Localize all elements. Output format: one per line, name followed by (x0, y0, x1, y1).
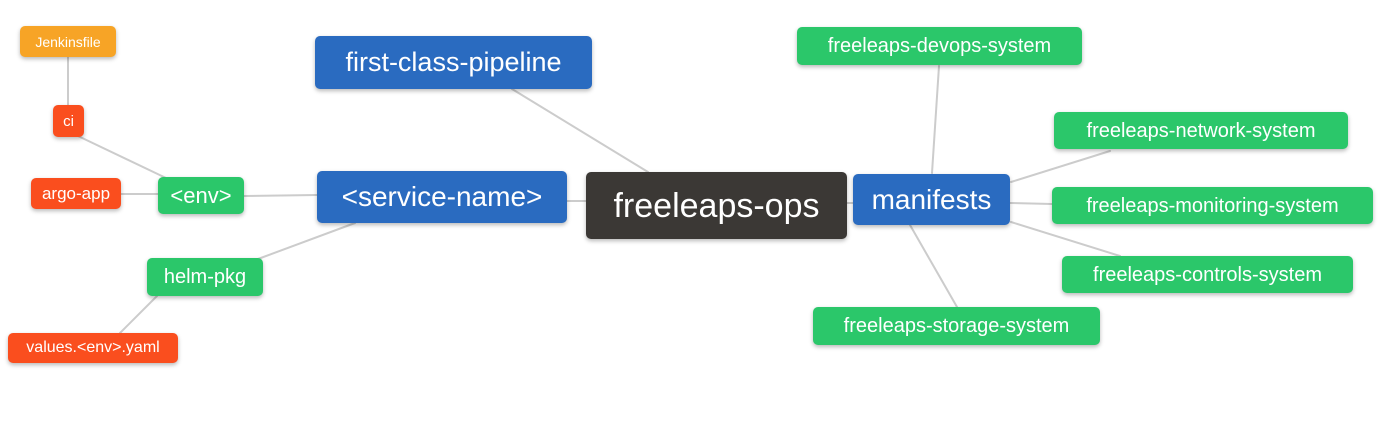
edge-helm-pkg-to-values-env-yaml (119, 295, 158, 334)
node-service-name[interactable]: <service-name> (317, 171, 567, 223)
edge-manifests-to-monitoring-system (1009, 202, 1053, 205)
node-freeleaps-ops[interactable]: freeleaps-ops (586, 172, 847, 239)
node-storage-system[interactable]: freeleaps-storage-system (813, 307, 1100, 345)
edge-manifests-to-storage-system (909, 224, 958, 308)
edge-manifests-to-controls-system (1010, 221, 1121, 257)
node-network-system[interactable]: freeleaps-network-system (1054, 112, 1348, 149)
node-env[interactable]: <env> (158, 177, 244, 214)
edge-first-class-pipeline-to-freeleaps-ops (511, 88, 649, 173)
node-monitoring-system[interactable]: freeleaps-monitoring-system (1052, 187, 1373, 224)
edge-ci-to-env (77, 135, 167, 179)
node-first-class-pipeline[interactable]: first-class-pipeline (315, 36, 592, 89)
node-manifests[interactable]: manifests (853, 174, 1010, 225)
edge-env-to-service-name (243, 194, 318, 197)
node-ci[interactable]: ci (53, 105, 84, 137)
edge-service-name-to-helm-pkg (257, 222, 356, 260)
node-jenkinsfile[interactable]: Jenkinsfile (20, 26, 116, 57)
node-controls-system[interactable]: freeleaps-controls-system (1062, 256, 1353, 293)
node-devops-system[interactable]: freeleaps-devops-system (797, 27, 1082, 65)
node-argo-app[interactable]: argo-app (31, 178, 121, 209)
edge-manifests-to-devops-system (931, 65, 940, 174)
node-values-env-yaml[interactable]: values.<env>.yaml (8, 333, 178, 363)
node-helm-pkg[interactable]: helm-pkg (147, 258, 263, 296)
edge-manifests-to-network-system (1010, 150, 1111, 183)
